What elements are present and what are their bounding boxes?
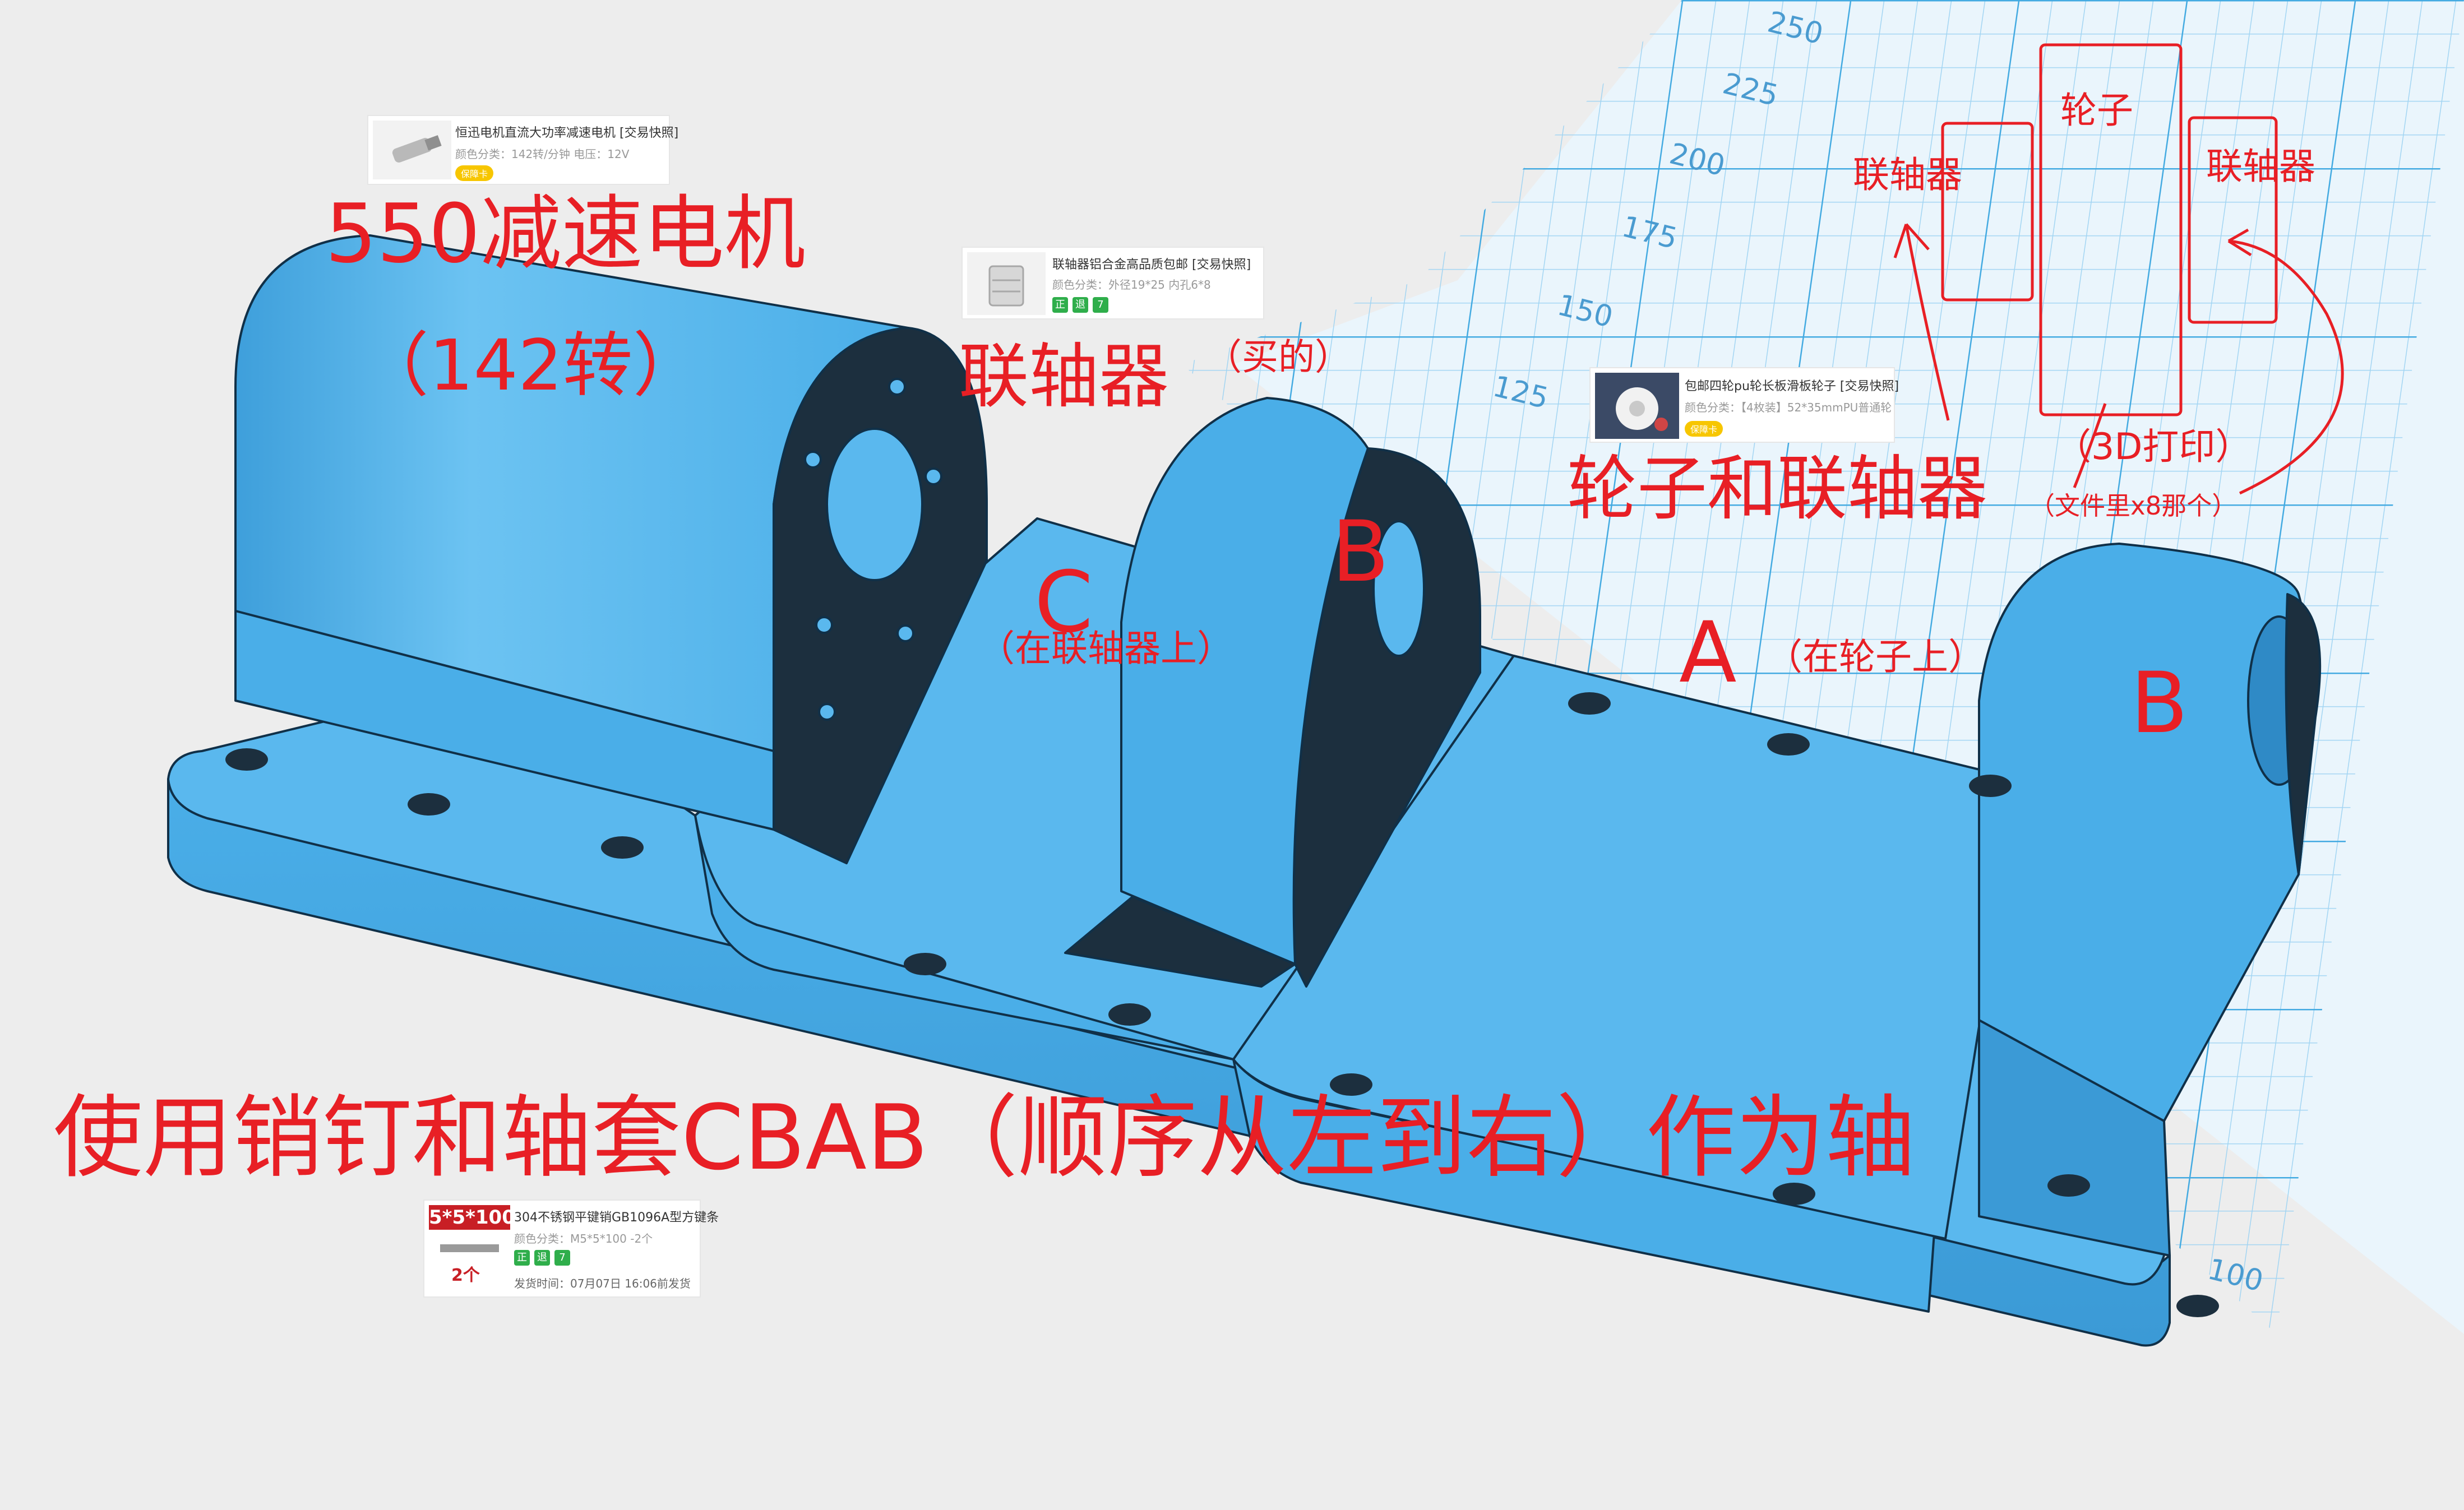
thumb-size-label: 5*5*100 bbox=[429, 1205, 515, 1230]
label-a: A bbox=[1679, 604, 1737, 702]
wheel-coupler-note: （文件里x8那个） bbox=[2030, 491, 2238, 521]
sketch-annotation bbox=[1893, 43, 2344, 495]
product-title: 恒迅电机直流大功率减速电机 [交易快照] bbox=[455, 126, 679, 140]
product-title: 包邮四轮pu轮长板滑板轮子 [交易快照] bbox=[1685, 379, 1899, 393]
service-chip: 退 bbox=[534, 1250, 550, 1266]
sketch-label-coupler-right: 联轴器 bbox=[2206, 146, 2316, 188]
label-b-right: B bbox=[2130, 655, 2188, 752]
guarantee-badge: 保障卡 bbox=[455, 165, 494, 181]
product-title: 304不锈钢平键销GB1096A型方键条 bbox=[514, 1211, 719, 1225]
service-chip: 7 bbox=[554, 1250, 570, 1266]
sketch-label-wheel: 轮子 bbox=[2060, 90, 2134, 132]
product-spec: 颜色分类：M5*5*100 -2个 bbox=[514, 1232, 653, 1245]
wheel-coupler-title: 轮子和联轴器 bbox=[1567, 448, 1987, 530]
label-c-note: （在联轴器上） bbox=[978, 628, 1234, 670]
motor-speed: （142转） bbox=[359, 325, 703, 406]
coupler-title: 联轴器 bbox=[959, 336, 1169, 418]
label-c: C bbox=[1034, 554, 1093, 651]
coupler-bought-note: （买的） bbox=[1205, 336, 1352, 378]
product-card-coupler[interactable]: 联轴器铝合金高品质包邮 [交易快照] 颜色分类：外径19*25 内孔6*8 正 … bbox=[961, 247, 1264, 319]
sketch-label-3d-print: （3D打印） bbox=[2055, 426, 2252, 468]
product-title: 联轴器铝合金高品质包邮 [交易快照] bbox=[1052, 258, 1251, 272]
service-chip: 7 bbox=[1093, 297, 1108, 313]
product-card-key-pin[interactable]: 5*5*100 2个 304不锈钢平键销GB1096A型方键条 颜色分类：M5*… bbox=[423, 1199, 719, 1298]
service-chip: 正 bbox=[514, 1250, 530, 1266]
bottom-instruction: 使用销钉和轴套CBAB（顺序从左到右）作为轴 bbox=[53, 1085, 1915, 1190]
service-chip: 退 bbox=[1072, 297, 1088, 313]
product-thumb-coupler-icon bbox=[967, 252, 1046, 315]
guarantee-badge: 保障卡 bbox=[1685, 421, 1723, 437]
product-card-motor[interactable]: 恒迅电机直流大功率减速电机 [交易快照] 颜色分类：142转/分钟 电压：12V… bbox=[367, 115, 678, 185]
label-a-note: （在轮子上） bbox=[1766, 636, 1985, 678]
label-b-left: B bbox=[1332, 503, 1389, 601]
product-thumb-wheel-icon bbox=[1595, 373, 1679, 439]
product-card-wheel[interactable]: 包邮四轮pu轮长板滑板轮子 [交易快照] 颜色分类：【4枚装】52*35mmPU… bbox=[1589, 367, 1899, 443]
product-spec: 颜色分类：142转/分钟 电压：12V bbox=[455, 147, 630, 161]
product-spec: 颜色分类：外径19*25 内孔6*8 bbox=[1052, 278, 1211, 291]
ship-time: 发货时间：07月07日 16:06前发货 bbox=[514, 1277, 691, 1290]
motor-title: 550减速电机 bbox=[325, 187, 806, 281]
product-thumb-motor-icon bbox=[373, 121, 451, 179]
service-chip: 正 bbox=[1052, 297, 1068, 313]
product-thumb-key-pin-icon: 5*5*100 2个 bbox=[429, 1205, 515, 1292]
chassis-part[interactable] bbox=[167, 234, 2322, 1347]
thumb-qty-label: 2个 bbox=[451, 1266, 480, 1285]
product-spec: 颜色分类：【4枚装】52*35mmPU普通轮 bbox=[1685, 401, 1892, 414]
sketch-label-coupler-left: 联轴器 bbox=[1853, 154, 1963, 196]
